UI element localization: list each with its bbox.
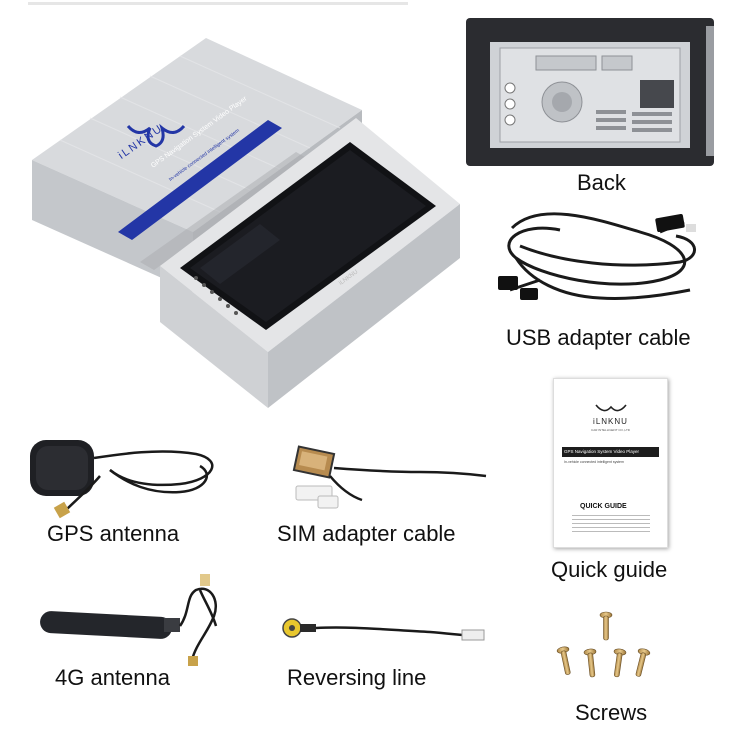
guide-heading: QUICK GUIDE [580, 503, 627, 510]
label-reversing: Reversing line [287, 665, 427, 690]
label-screws: Screws [575, 700, 648, 725]
guide-tagline: CAR INTELLIGENT CO.,LTD [591, 428, 630, 432]
guide-subtitle: In-vehicle connected intelligent system [564, 460, 624, 464]
quick-guide-booklet: iLNKNU CAR INTELLIGENT CO.,LTD GPS Navig… [553, 378, 668, 548]
guide-brand: iLNKNU [593, 417, 628, 426]
top-divider [28, 2, 408, 5]
guide-title-band [562, 447, 659, 457]
label-usb: USB adapter cable [506, 325, 691, 350]
label-guide: Quick guide [551, 557, 668, 582]
label-gps: GPS antenna [47, 521, 180, 546]
label-sim: SIM adapter cable [277, 521, 456, 546]
label-back: Back [577, 170, 626, 195]
guide-title: GPS Navigation System Video Player [564, 449, 639, 454]
label-4g: 4G antenna [55, 665, 170, 690]
guide-body-lines [572, 515, 650, 535]
